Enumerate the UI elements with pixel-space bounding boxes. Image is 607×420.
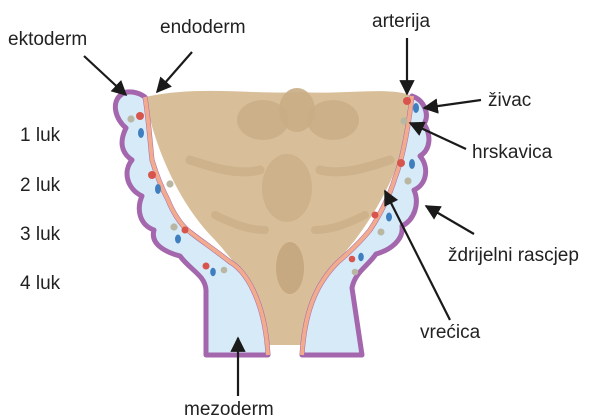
cartilage-dot (170, 223, 177, 230)
cartilage-dot (404, 177, 411, 184)
label-vrecica: vrećica (420, 323, 480, 342)
cartilage-dot (400, 117, 407, 124)
arrow-ektoderm (84, 56, 126, 95)
tongue-bulge-center (279, 88, 315, 132)
arch-label-1: 1 luk (20, 126, 60, 145)
artery-dot (372, 212, 379, 219)
label-hrskavica: hrskavica (472, 143, 552, 162)
label-mezoderm: mezoderm (184, 400, 274, 419)
cartilage-dot (127, 115, 134, 122)
arch-label-4: 4 luk (20, 274, 60, 293)
cartilage-dot (166, 180, 173, 187)
cartilage-dot (352, 269, 359, 276)
arrow-endoderm (157, 52, 192, 92)
arrow-zivac (424, 100, 481, 108)
cartilage-dot (378, 229, 385, 236)
nerve-dot (358, 253, 364, 261)
label-ektoderm: ektoderm (8, 30, 87, 49)
cartilage-dot (221, 267, 228, 274)
artery-dot (349, 256, 356, 263)
nerve-dot (409, 159, 415, 169)
nerve-dot (386, 213, 392, 222)
epiglottis-bulge (262, 154, 312, 222)
label-endoderm: endoderm (160, 18, 246, 37)
laryngeal-opening (276, 242, 304, 294)
label-arterija: arterija (372, 12, 430, 31)
label-zivac: živac (488, 91, 531, 110)
artery-dot (148, 171, 156, 179)
nerve-dot (175, 235, 181, 244)
nerve-dot (155, 184, 161, 194)
artery-dot (403, 97, 411, 105)
label-zdrijelni-rascjep: ždrijelni rascjep (448, 246, 579, 265)
artery-dot (397, 159, 405, 167)
nerve-dot (413, 103, 419, 113)
artery-dot (182, 227, 189, 234)
arch-label-3: 3 luk (20, 225, 60, 244)
tongue-bulge-right (307, 100, 359, 140)
nerve-dot (210, 268, 216, 276)
arch-label-2: 2 luk (20, 176, 60, 195)
arrow-zdrijelni-rascjep (426, 206, 474, 234)
artery-dot (203, 263, 210, 270)
artery-dot (136, 112, 144, 120)
nerve-dot (138, 128, 144, 138)
